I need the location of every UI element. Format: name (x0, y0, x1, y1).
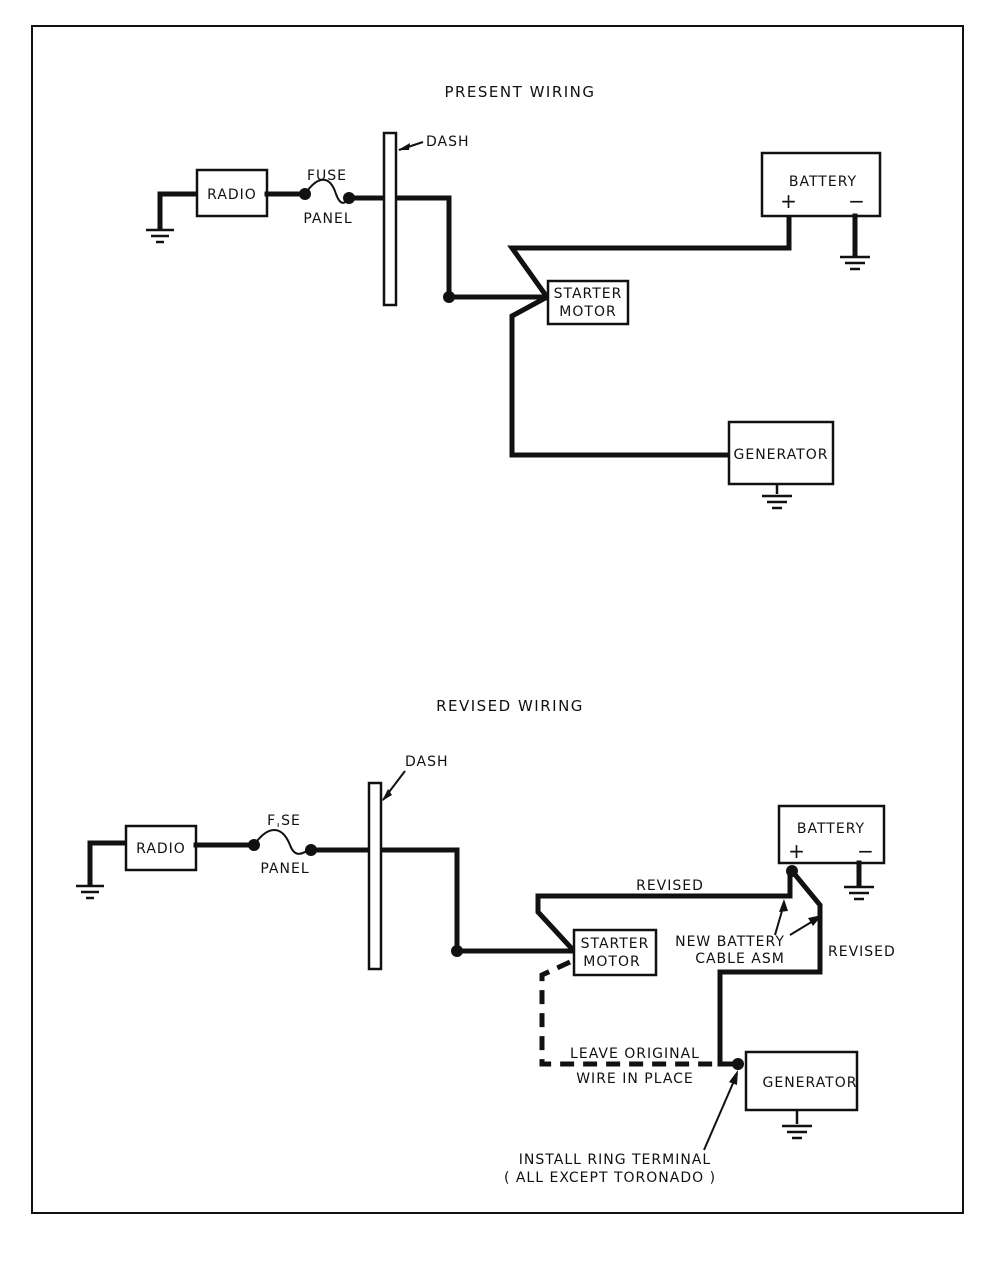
present-battery-ground-icon (840, 213, 870, 271)
revised-title: REVISED WIRING (436, 697, 584, 715)
revised-panel-label: PANEL (260, 861, 309, 877)
new-cable-pointer-arrows (774, 899, 822, 936)
present-radio-ground-icon (146, 191, 200, 244)
revised-starter-label-1: STARTER (581, 936, 650, 952)
present-wiring-diagram: PRESENT WIRING RADIO FUSE PANEL DASH (146, 83, 882, 510)
revised-fuse-icon (253, 829, 311, 855)
install-ring-label-1: INSTALL RING TERMINAL (519, 1152, 711, 1168)
present-generator-ground-icon (762, 484, 792, 510)
page-frame (31, 25, 964, 1214)
revised-dash-panel (367, 781, 383, 971)
present-junction-dot (443, 291, 455, 303)
install-ring-label-2: ( ALL EXCEPT TORONADO ) (504, 1170, 716, 1186)
present-title: PRESENT WIRING (444, 83, 595, 101)
revised-battery-pos: + (788, 839, 806, 863)
present-generator-label: GENERATOR (734, 447, 829, 463)
present-panel-label: PANEL (303, 211, 352, 227)
revised-starter-motor-box (572, 928, 658, 977)
original-wire-dashed (539, 959, 735, 1067)
present-generator-box (727, 420, 835, 486)
revised-junction-dot (451, 945, 463, 957)
new-cable-label-2: CABLE ASM (695, 951, 785, 967)
revised-top-label: REVISED (636, 878, 704, 894)
present-starter-motor-box (546, 279, 630, 326)
revised-generator-ground-icon (782, 1110, 812, 1140)
present-battery-label: BATTERY (789, 174, 857, 190)
present-battery-pos: + (780, 189, 798, 213)
revised-radio-box (124, 824, 198, 872)
revised-radio-label: RADIO (136, 841, 186, 857)
revised-radio-ground-icon (76, 840, 129, 900)
present-radio-label: RADIO (207, 187, 257, 203)
present-starter-label-2: MOTOR (559, 304, 616, 320)
present-dash-panel (382, 131, 398, 307)
revised-battery-label: BATTERY (797, 821, 865, 837)
install-pointer (703, 1073, 738, 1151)
revised-wiring-diagram: REVISED WIRING RADIO FˌSE PANEL DASH REV… (76, 697, 896, 1186)
revised-starter-label-2: MOTOR (583, 954, 640, 970)
revised-dash-label: DASH (405, 754, 449, 770)
present-dash-label: DASH (426, 134, 470, 150)
new-cable-label-1: NEW BATTERY (675, 934, 785, 950)
revised-fuse-label: FˌSE (267, 813, 301, 829)
present-starter-label-1: STARTER (554, 286, 623, 302)
revised-generator-label: GENERATOR (763, 1075, 858, 1091)
present-fuse-label: FUSE (307, 168, 347, 184)
leave-original-label-1: LEAVE ORIGINAL (570, 1046, 700, 1062)
present-battery-box (760, 151, 882, 218)
present-radio-box (195, 168, 269, 218)
revised-battery-ground-icon (844, 860, 874, 901)
present-battery-neg: − (848, 189, 866, 213)
revised-generator-box (744, 1050, 859, 1112)
revised-ring-terminal (732, 1058, 744, 1070)
leave-original-label-2: WIRE IN PLACE (576, 1071, 694, 1087)
revised-battery-box (777, 804, 886, 865)
revised-right-label: REVISED (828, 944, 896, 960)
revised-battery-neg: − (857, 839, 875, 863)
